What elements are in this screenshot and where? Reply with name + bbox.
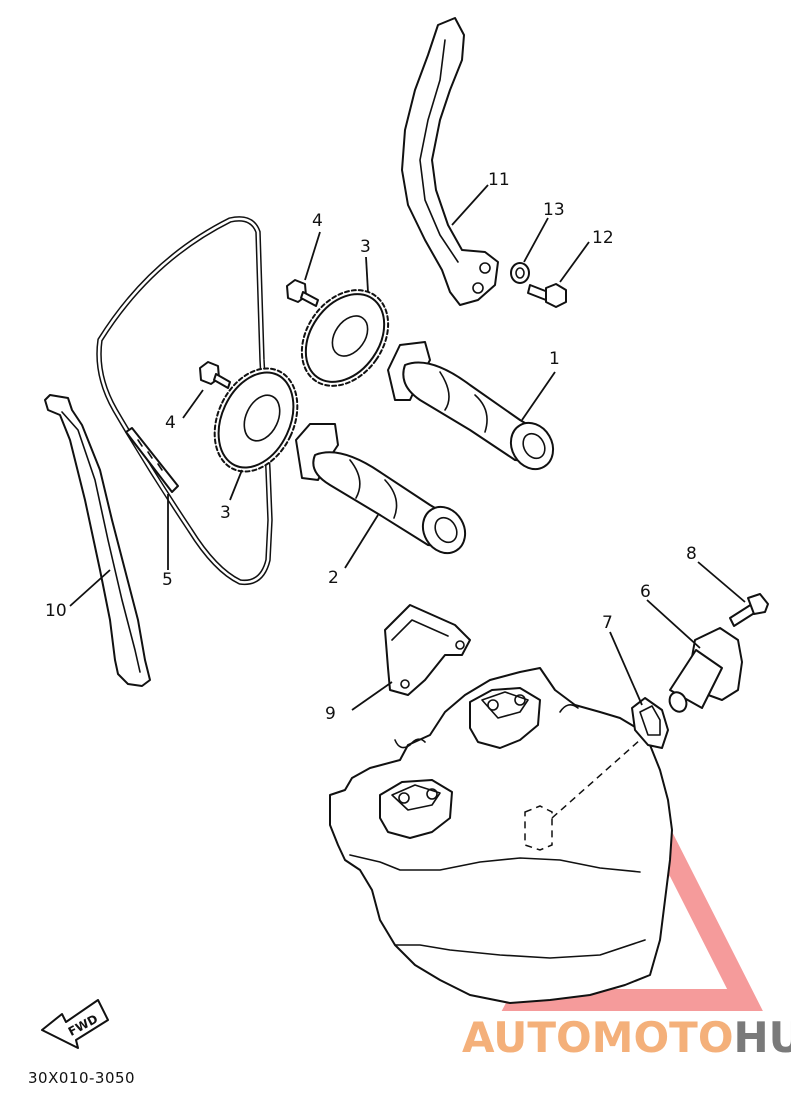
- callout-11: 11: [488, 170, 510, 190]
- camshaft-exhaust: [387, 341, 555, 471]
- callout-3-upper: 3: [360, 237, 371, 257]
- cam-chain: [96, 216, 273, 586]
- chain-guide-front: [44, 394, 151, 687]
- callout-8: 8: [686, 544, 697, 564]
- chain-guide-rear: [401, 17, 499, 306]
- guide-bolt: [527, 283, 567, 308]
- watermark-hub: HUB: [734, 1013, 791, 1062]
- fwd-arrow: FWD: [41, 999, 109, 1049]
- callout-4-lower: 4: [165, 413, 176, 433]
- watermark-text: AUTOMOTOHUB: [462, 1013, 791, 1062]
- callout-labels: 1 2 3 3 4 4 5 6 7 8 9 10 11 12 13: [45, 170, 697, 724]
- callout-6: 6: [640, 582, 651, 602]
- cylinder-head: [329, 667, 673, 1004]
- callout-5: 5: [162, 570, 173, 590]
- callout-9: 9: [325, 704, 336, 724]
- callout-1: 1: [549, 349, 560, 369]
- svg-text:AUTOMOTOHUB: AUTOMOTOHUB: [462, 1013, 791, 1062]
- head-cover-bracket: [384, 604, 471, 696]
- diagram-code: 30X010-3050: [28, 1069, 135, 1087]
- cam-sprocket-upper: [300, 289, 390, 387]
- callout-13: 13: [543, 200, 565, 220]
- guide-washer: [510, 262, 530, 284]
- callout-3-lower: 3: [220, 503, 231, 523]
- chain-tensioner: [668, 627, 743, 713]
- callout-2: 2: [328, 568, 339, 588]
- watermark-automoto: AUTOMOTO: [462, 1013, 734, 1062]
- tensioner-bolt: [729, 593, 769, 627]
- leader-lines: [69, 184, 746, 711]
- cam-sprocket-lower: [213, 367, 299, 473]
- callout-12: 12: [592, 228, 614, 248]
- callout-10: 10: [45, 601, 67, 621]
- callout-4-upper: 4: [312, 211, 323, 231]
- sprocket-bolt-upper: [286, 279, 319, 307]
- tensioner-gasket: [631, 697, 669, 749]
- callout-7: 7: [602, 613, 613, 633]
- camshaft-intake: [295, 423, 467, 555]
- sprocket-bolt-lower: [199, 361, 231, 389]
